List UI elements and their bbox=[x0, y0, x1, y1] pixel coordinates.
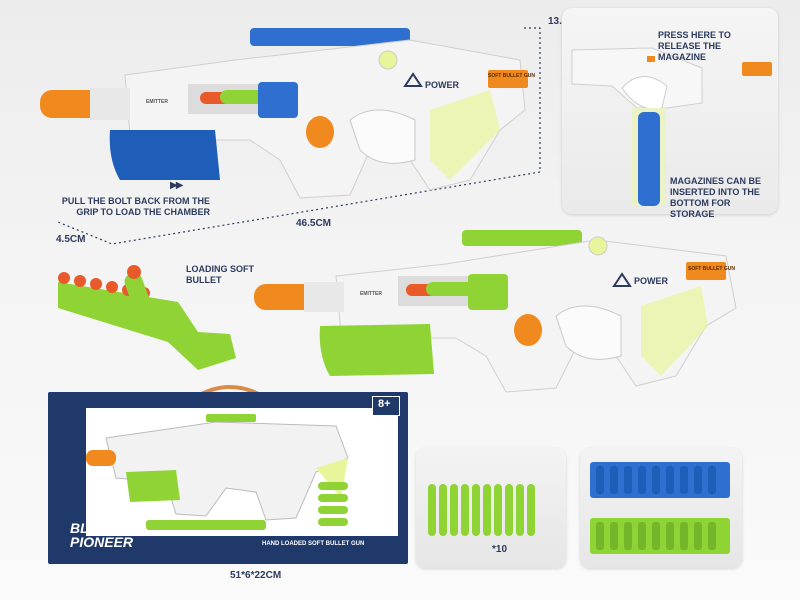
age-rating: 8+ bbox=[378, 398, 391, 410]
pull-bolt-callout: PULL THE BOLT BACK FROM THE GRIP TO LOAD… bbox=[61, 196, 210, 217]
box-size-dimension: 51*6*22CM bbox=[230, 570, 282, 581]
green-blaster bbox=[254, 230, 737, 393]
age-badge bbox=[372, 396, 400, 416]
soft-bullet-badge: SOFT BULLET GUN bbox=[488, 73, 535, 79]
blue-blaster bbox=[40, 28, 528, 199]
magazine-storage-callout: MAGAZINES CAN BE INSERTED INTO THE BOTTO… bbox=[670, 176, 762, 219]
loading-soft-bullet-callout: LOADING SOFT BULLET bbox=[186, 264, 254, 285]
box-brand-line2: PIONEER bbox=[70, 534, 134, 550]
box-brand-mark: × bbox=[114, 517, 119, 526]
box-brand-line1: BLAZE bbox=[70, 520, 117, 536]
width-dimension: 4.5CM bbox=[56, 234, 86, 245]
release-magazine-callout: PRESS HERE TO RELEASE THE MAGAZINE bbox=[658, 30, 731, 62]
green-bullets bbox=[428, 484, 535, 536]
emitter-label: EMITTER bbox=[146, 99, 168, 105]
green-emitter-label: EMITTER bbox=[360, 291, 382, 297]
green-badge: SOFT BULLET GUN bbox=[688, 266, 735, 272]
box-tagline: HAND LOADED SOFT BULLET GUN bbox=[262, 541, 365, 547]
side-power-label: POWER bbox=[425, 80, 460, 90]
double-arrow-icon: ▶▶ bbox=[170, 180, 183, 191]
magazine-inset bbox=[562, 8, 778, 214]
magazine-detail bbox=[571, 47, 772, 206]
length-dimension: 46.5CM bbox=[296, 218, 332, 229]
green-power-label: POWER bbox=[634, 276, 669, 286]
green-magazine bbox=[58, 265, 236, 370]
bullet-count: *10 bbox=[492, 544, 508, 555]
magazine-strips bbox=[590, 462, 730, 554]
boxed-blaster bbox=[86, 414, 349, 530]
